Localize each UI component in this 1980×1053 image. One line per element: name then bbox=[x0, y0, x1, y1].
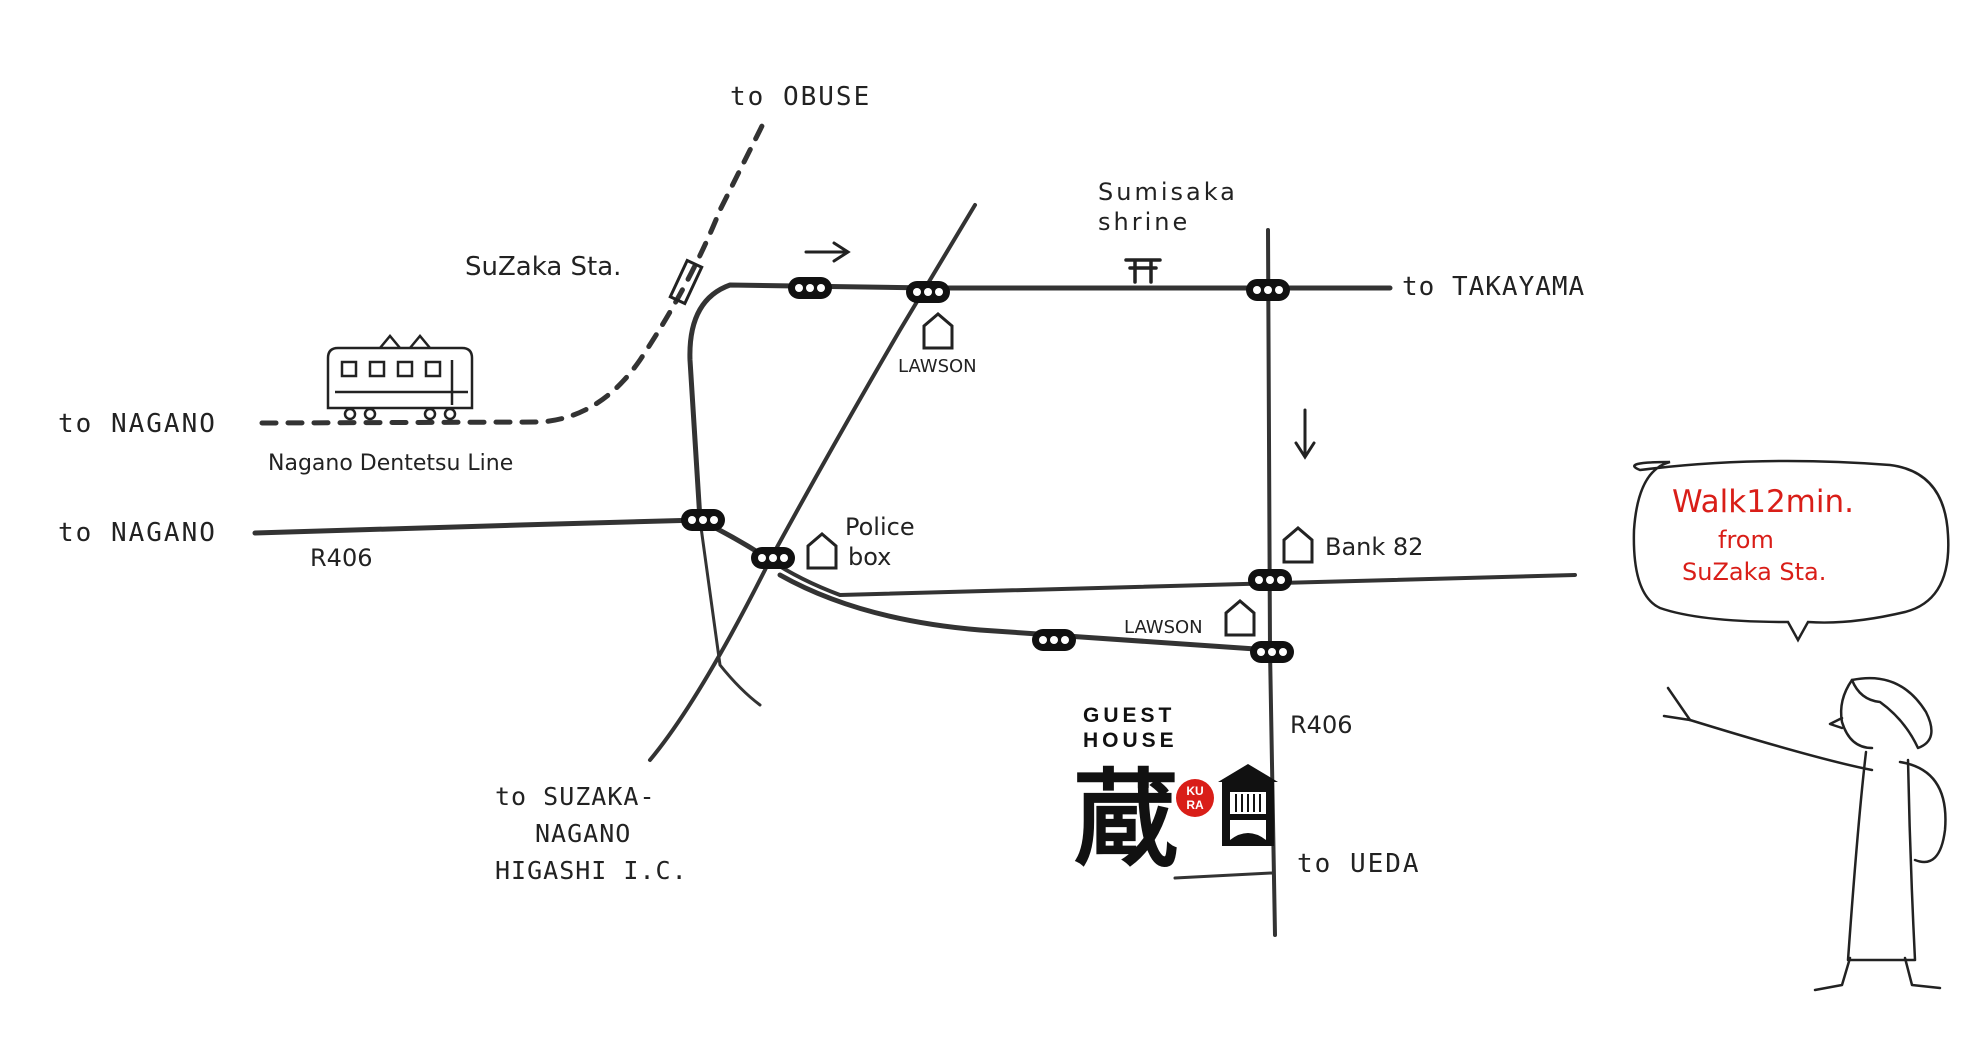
kura-badge bbox=[1176, 779, 1214, 817]
guest-house-logo: GUEST HOUSE 蔵 KU RA bbox=[1074, 704, 1278, 880]
shrine-label: shrine bbox=[1098, 208, 1190, 236]
line-name-label: Nagano Dentetsu Line bbox=[268, 451, 513, 476]
police-box-label-1: Police bbox=[845, 513, 915, 541]
road-west-vertical bbox=[698, 518, 762, 707]
r406-south-label: R406 bbox=[1290, 711, 1352, 739]
to-nagano-rail-label: to NAGANO bbox=[58, 409, 217, 439]
police-box-icon bbox=[806, 532, 838, 570]
logo-house-text: HOUSE bbox=[1083, 729, 1178, 752]
railway-line bbox=[259, 117, 768, 426]
traffic-light bbox=[906, 281, 950, 303]
road-station-loop bbox=[687, 282, 1393, 523]
storehouse-icon bbox=[1218, 764, 1278, 846]
arrow-right-icon bbox=[804, 241, 851, 263]
station-icon bbox=[668, 258, 704, 306]
bank-icon bbox=[1282, 526, 1314, 564]
bank-label: Bank 82 bbox=[1325, 533, 1423, 561]
to-ic-label-3: HIGASHI I.C. bbox=[495, 856, 688, 885]
lawson-south-icon bbox=[1224, 599, 1256, 637]
r406-west-label: R406 bbox=[310, 544, 372, 572]
traffic-light bbox=[681, 509, 725, 531]
sumisaka-label: Sumisaka bbox=[1098, 178, 1238, 206]
lawson-south-label: LAWSON bbox=[1124, 617, 1203, 638]
to-ic-label-2: NAGANO bbox=[535, 819, 631, 848]
traffic-light bbox=[1246, 279, 1290, 301]
police-box-label-2: box bbox=[848, 543, 891, 571]
road-ueda-spur bbox=[1173, 871, 1274, 880]
lawson-north-label: LAWSON bbox=[898, 356, 977, 377]
speech-bubble: Walk12min. from SuZaka Sta. bbox=[1632, 459, 1950, 643]
traffic-light bbox=[788, 277, 832, 299]
logo-kanji: 蔵 bbox=[1074, 758, 1178, 880]
to-nagano-road-label: to NAGANO bbox=[58, 518, 217, 548]
train-icon bbox=[326, 334, 474, 421]
kura-badge-top: KU bbox=[1186, 784, 1203, 798]
walking-person-icon bbox=[1662, 676, 1947, 992]
to-ic-label-1: to SUZAKA- bbox=[495, 782, 656, 811]
bubble-walk-text: Walk12min. bbox=[1672, 484, 1854, 520]
to-obuse-label: to OBUSE bbox=[730, 82, 871, 112]
to-takayama-label: to TAKAYAMA bbox=[1402, 272, 1585, 302]
kura-badge-bottom: RA bbox=[1186, 798, 1204, 812]
bubble-station-text: SuZaka Sta. bbox=[1682, 558, 1826, 586]
torii-icon bbox=[1124, 258, 1162, 284]
traffic-light bbox=[1250, 641, 1294, 663]
traffic-light bbox=[1032, 629, 1076, 651]
road-to-east-lower bbox=[777, 572, 1273, 653]
lawson-north-icon bbox=[922, 312, 954, 350]
traffic-light bbox=[751, 547, 795, 569]
bubble-from-text: from bbox=[1718, 526, 1774, 554]
logo-guest-text: GUEST bbox=[1083, 704, 1175, 727]
traffic-light bbox=[1248, 569, 1292, 591]
arrow-down-icon bbox=[1294, 408, 1316, 460]
suzaka-station-label: SuZaka Sta. bbox=[465, 252, 621, 282]
to-ueda-label: to UEDA bbox=[1297, 849, 1421, 879]
